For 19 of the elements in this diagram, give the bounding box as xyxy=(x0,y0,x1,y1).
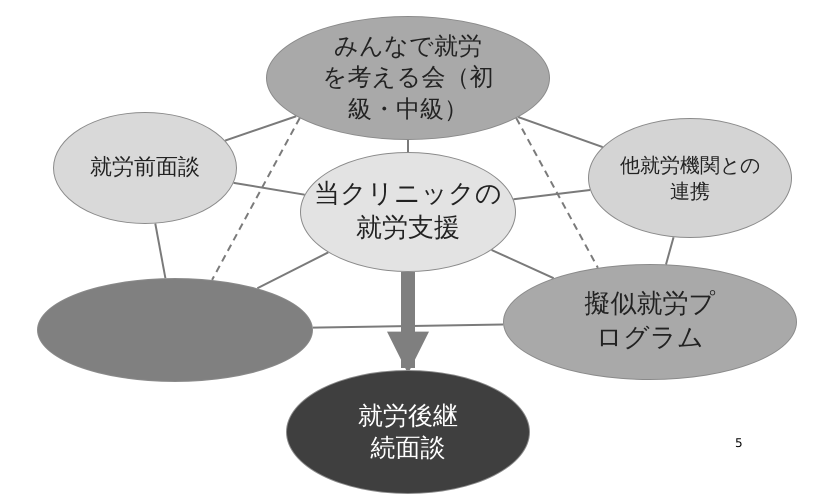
ellipse-node: みんなで就労を考える会（初級・中級） xyxy=(266,16,550,140)
connector-line xyxy=(513,189,590,200)
ellipse-node: 就労前面談 xyxy=(53,112,237,224)
connector-line xyxy=(665,236,675,265)
connector-line xyxy=(224,115,297,142)
ellipse-node: 擬似就労プログラム xyxy=(503,264,797,380)
dashed-line xyxy=(211,118,301,280)
ellipse-node: 他就労機関との連携 xyxy=(588,118,792,238)
dashed-line xyxy=(515,118,599,268)
connector-line xyxy=(518,116,603,148)
page-number: 5 xyxy=(735,436,743,450)
ellipse-node: 当クリニックの就労支援 xyxy=(300,152,516,272)
connector-line xyxy=(234,182,305,196)
connector-line xyxy=(256,252,329,290)
ellipse-node: 就労後継続面談 xyxy=(286,370,530,494)
connector-line xyxy=(312,323,504,329)
connector-line xyxy=(491,249,554,280)
connector-line xyxy=(154,223,166,278)
connector-line xyxy=(407,140,409,152)
